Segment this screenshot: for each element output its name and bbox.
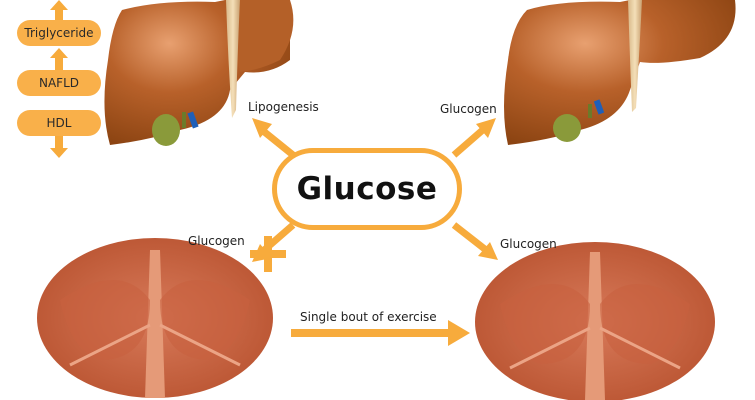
nafld-badge: NAFLD [17, 70, 101, 96]
glucogen-muscle-label: Glucogen [500, 237, 557, 251]
arrow-head-icon [478, 242, 498, 260]
arrow-head-icon [252, 118, 272, 138]
left-column-arrows [50, 0, 68, 158]
glucogen-blocked-label: Glucogen [188, 234, 245, 248]
block-cross-icon [250, 236, 286, 272]
liver-right-illustration [504, 0, 736, 145]
liver-left-illustration [104, 0, 294, 146]
arrow-up-icon [50, 48, 68, 70]
glucose-node: Glucose [272, 148, 462, 230]
muscle-right-illustration [475, 242, 715, 400]
glucose-label: Glucose [296, 171, 438, 207]
hdl-badge: HDL [17, 110, 101, 136]
lipogenesis-label: Lipogenesis [248, 100, 319, 114]
exercise-arrow-icon [291, 320, 470, 346]
arrow-down-icon [50, 136, 68, 158]
glucogen-liver-label: Glucogen [440, 102, 497, 116]
triglyceride-badge: Triglyceride [17, 20, 101, 46]
arrow-up-icon [50, 0, 68, 22]
muscle-left-illustration [37, 238, 273, 398]
exercise-label: Single bout of exercise [300, 310, 437, 324]
arrow-head-icon [476, 118, 496, 138]
